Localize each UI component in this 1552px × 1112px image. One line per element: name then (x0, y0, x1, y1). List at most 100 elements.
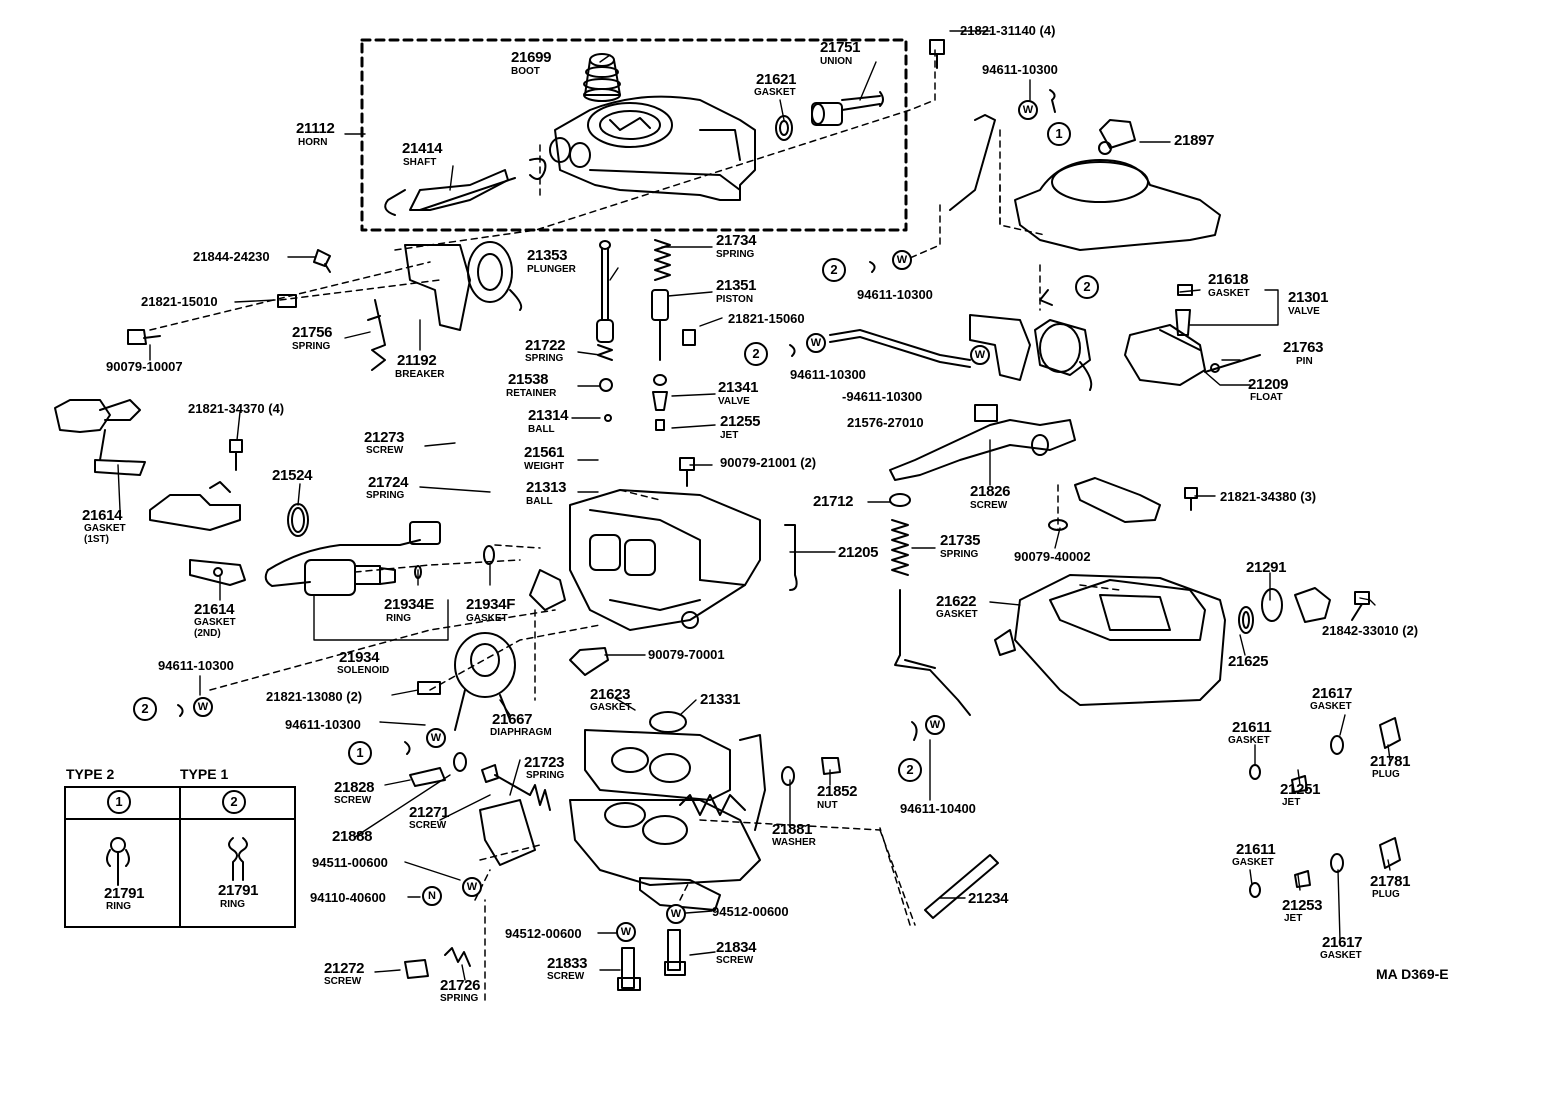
part-number: 21331 (700, 691, 741, 708)
part-number: 21622 (936, 593, 977, 610)
part-desc: PIN (1296, 356, 1313, 367)
part-desc: GASKET (754, 87, 796, 98)
part-number: 21253 (1282, 897, 1323, 914)
float-bowl-body (994, 574, 1226, 706)
left-linkages (54, 399, 246, 586)
part-label: 21821-31140 (4) (960, 23, 1056, 38)
diaphragm-part (417, 632, 516, 731)
part-number: 21751 (820, 39, 861, 56)
part-desc: SPRING (366, 490, 405, 501)
circle-w-symbol: W (1018, 100, 1038, 120)
part-label: 94511-00600 (312, 855, 388, 870)
part-number: 21209 (1248, 376, 1289, 393)
part-label: 90079-40002 (1014, 549, 1091, 564)
part-desc: WASHER (772, 837, 816, 848)
main-body (529, 489, 798, 631)
circle-w-symbol: W (970, 345, 990, 365)
part-desc: RING (386, 613, 411, 624)
circle-1-symbol: 1 (107, 790, 131, 814)
part-desc: JET (1284, 913, 1303, 924)
part-label: 21842-33010 (2) (1322, 623, 1419, 638)
part-number: 21301 (1288, 289, 1329, 306)
circle-2-symbol: 2 (744, 342, 768, 366)
part-desc: SOLENOID (337, 665, 390, 676)
part-desc: (1ST) (84, 534, 109, 545)
circle-2-symbol: 2 (898, 758, 922, 782)
float-assembly (1124, 284, 1261, 386)
part-desc: WEIGHT (524, 461, 564, 472)
part-number: 21826 (970, 483, 1011, 500)
part-desc: SCREW (334, 795, 372, 806)
circle-w-symbol: W (426, 728, 446, 748)
circle-w-symbol: W (806, 333, 826, 353)
part-desc: SCREW (547, 971, 585, 982)
part-number: 21617 (1312, 685, 1353, 702)
part-label: 94611-10300 (285, 717, 361, 732)
part-desc: GASKET (1310, 701, 1352, 712)
part-number: 21722 (525, 337, 566, 354)
part-label: 21576-27010 (847, 415, 924, 430)
ring-part-desc: RING (220, 899, 245, 910)
part-number: 21351 (716, 277, 757, 294)
horn-assembly-box (360, 38, 908, 232)
type-2-header: TYPE 2 (66, 766, 115, 782)
part-number: 21712 (813, 493, 854, 510)
part-90079-70001 (569, 647, 609, 676)
part-desc: JET (720, 430, 739, 441)
part-number: 21934F (466, 596, 516, 613)
part-label: 94611-10300 (857, 287, 933, 302)
circle-2-symbol: 2 (222, 790, 246, 814)
part-number: 21834 (716, 939, 757, 956)
part-label: 21821-15060 (728, 311, 805, 326)
part-desc: (2ND) (194, 628, 221, 639)
throttle-body (479, 711, 766, 911)
part-number: 21611 (1236, 841, 1276, 858)
part-desc: PLUNGER (527, 264, 576, 275)
part-desc: PLUG (1372, 769, 1400, 780)
part-label: 94512-00600 (712, 904, 789, 919)
part-number: 21735 (940, 532, 981, 549)
part-number: 21667 (492, 711, 533, 728)
part-number: 21273 (364, 429, 405, 446)
part-number: 21781 (1370, 753, 1411, 770)
part-desc: PLUG (1372, 889, 1400, 900)
part-number: 21699 (511, 49, 552, 66)
part-desc: UNION (820, 56, 853, 67)
breaker-part (367, 241, 523, 371)
part-number: 21414 (402, 140, 443, 157)
part-desc: BREAKER (395, 369, 445, 380)
part-desc: NUT (817, 800, 838, 811)
part-number: 21112 (296, 120, 335, 137)
fuel-link-rod (829, 329, 971, 368)
circle-1-symbol: 1 (348, 741, 372, 765)
part-number: 21621 (756, 71, 797, 88)
part-number: 21538 (508, 371, 549, 388)
part-desc: DIAPHRAGM (490, 727, 552, 738)
part-desc: GASKET (1208, 288, 1250, 299)
part-number: 21781 (1370, 873, 1411, 890)
part-desc: HORN (298, 137, 328, 148)
part-label: -94611-10300 (842, 389, 923, 404)
part-number: 21934E (384, 596, 434, 613)
part-21625-21291 (1238, 587, 1331, 634)
part-label: 21821-34380 (3) (1220, 489, 1317, 504)
part-number: 21756 (292, 324, 333, 341)
part-number: 21852 (817, 783, 858, 800)
part-desc: SCREW (970, 500, 1008, 511)
part-desc: BOOT (511, 66, 540, 77)
part-desc: GASKET (84, 523, 126, 534)
spring-piston-part (651, 239, 671, 431)
type-1-header: TYPE 1 (180, 766, 229, 782)
part-desc: SCREW (409, 820, 447, 831)
bracket-plate (1074, 477, 1161, 523)
part-label: 94611-10400 (900, 801, 976, 816)
part-number: 21723 (524, 754, 565, 771)
part-number: 21611 (1232, 719, 1272, 736)
part-desc: VALVE (1288, 306, 1320, 317)
part-desc: GASKET (466, 613, 508, 624)
part-number: 21724 (368, 474, 409, 491)
part-desc: JET (1282, 797, 1301, 808)
part-number: 21833 (547, 955, 588, 972)
part-number: 21561 (524, 444, 565, 461)
